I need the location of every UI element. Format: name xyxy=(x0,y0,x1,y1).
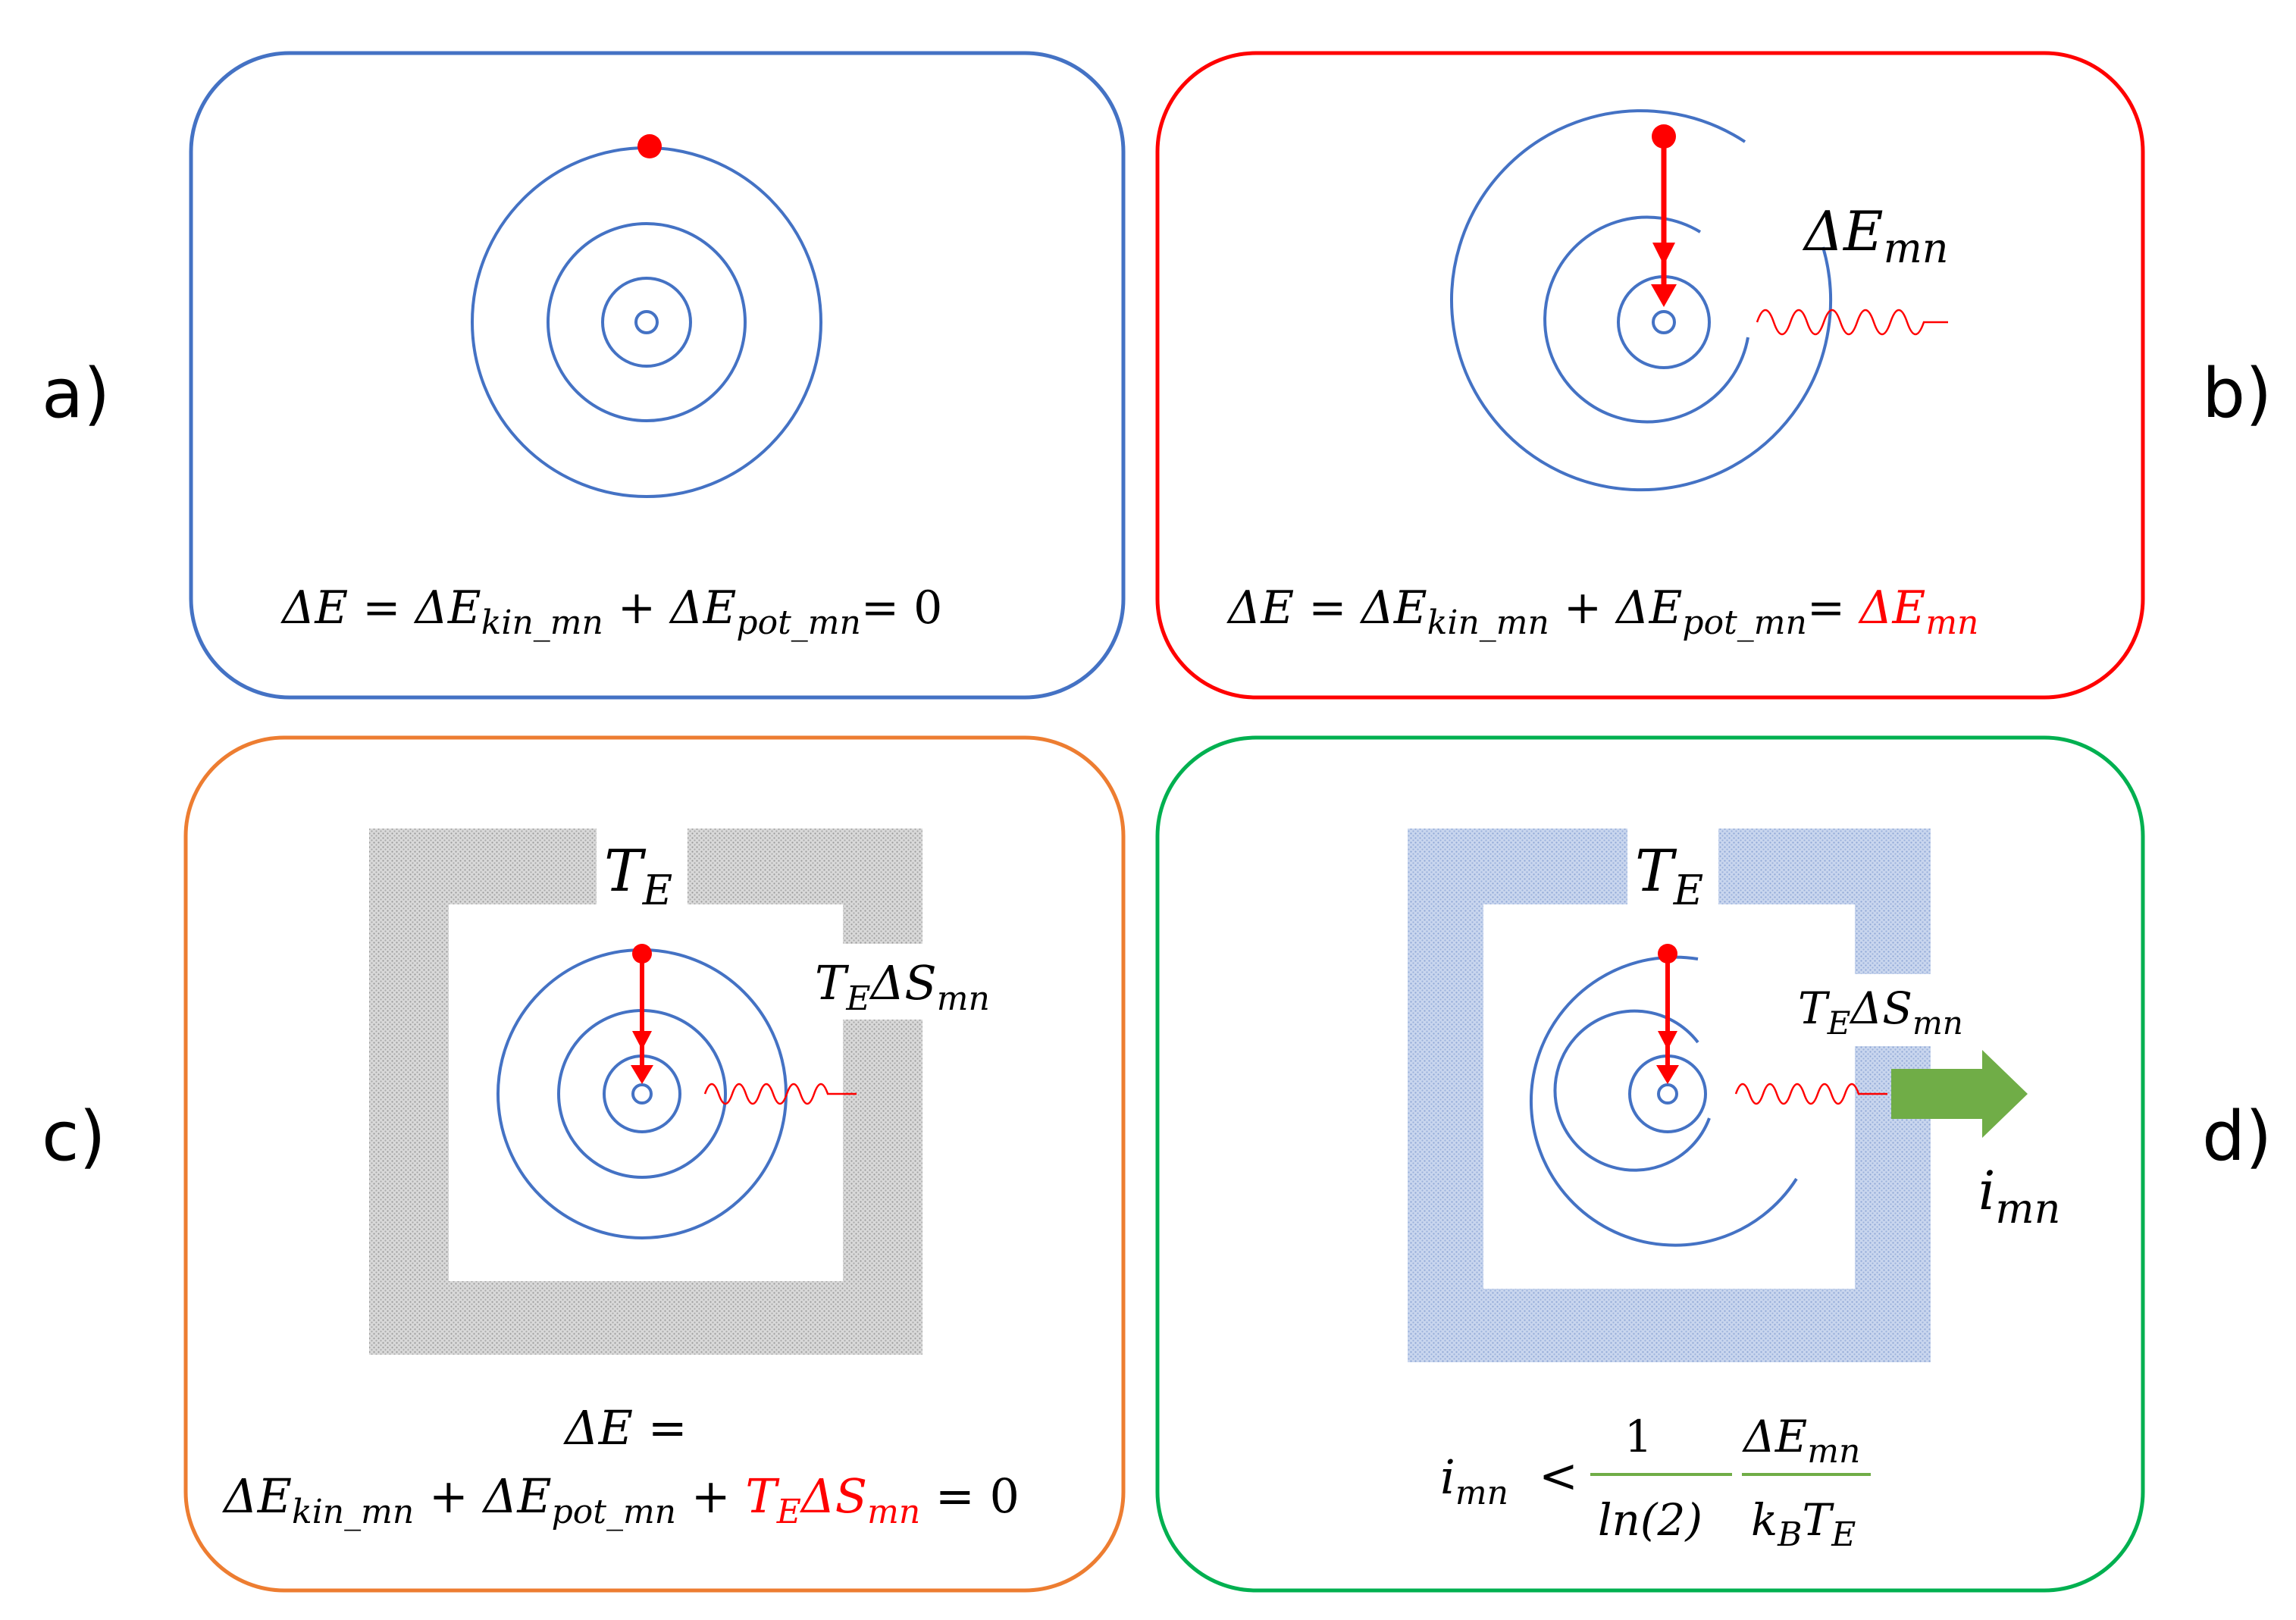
panel-label-d: d) xyxy=(2202,1097,2272,1177)
frac1-den: ln(2) xyxy=(1598,1494,1702,1546)
panel-a-frame xyxy=(189,51,1126,700)
transition-arrow-head-1 xyxy=(1652,243,1675,265)
nucleus xyxy=(631,1083,653,1105)
entropy-label-bg xyxy=(811,944,993,1020)
panel-d: TE TEΔSmn imn imn < 1 ln(2) xyxy=(1155,735,2145,1593)
panel-label-a: a) xyxy=(42,354,110,434)
atom-d xyxy=(1529,955,1798,1247)
heat-reservoir xyxy=(369,829,922,1355)
panel-c: TE TEΔSmn ΔE = ΔEkin_mn + ΔEpot_mn + TEΔ… xyxy=(183,735,1126,1593)
transition-arrow-head-2 xyxy=(631,1065,653,1084)
panel-a: ΔE = ΔEkin_mn + ΔEpot_mn= 0 xyxy=(189,51,1126,700)
orbit-outer-gapped xyxy=(1450,109,1832,492)
transition-arrow-head-1 xyxy=(1658,1031,1677,1050)
panel-d-frame xyxy=(1155,735,2145,1593)
equation-b: ΔE = ΔEkin_mn + ΔEpot_mn= ΔEmn xyxy=(1226,581,1978,642)
frac1-num: 1 xyxy=(1624,1411,1652,1462)
electron xyxy=(637,134,662,158)
equation-c-line1: ΔE = xyxy=(563,1400,688,1455)
electron xyxy=(1658,944,1677,964)
electron xyxy=(632,944,652,964)
information-label: imn xyxy=(1978,1160,2060,1233)
nucleus xyxy=(1652,310,1676,334)
ineq-lhs: imn xyxy=(1440,1449,1508,1512)
orbit-outer xyxy=(471,146,822,498)
equation-c-line2: ΔEkin_mn + ΔEpot_mn + TEΔSmn = 0 xyxy=(222,1468,1020,1531)
delta-e-label: ΔEmn xyxy=(1802,199,1949,272)
panel-label-c: c) xyxy=(42,1097,106,1177)
orbit-middle-gapped xyxy=(1543,215,1749,424)
inequality-d: imn < 1 ln(2) ΔEmn kBTE xyxy=(1440,1411,1871,1554)
entropy-label: TEΔSmn xyxy=(1798,982,1963,1042)
frac2-num: ΔEmn xyxy=(1742,1411,1860,1471)
photon-wave xyxy=(1756,309,1948,336)
orbit-middle-gapped xyxy=(1553,1009,1711,1172)
transition-arrow-head-1 xyxy=(632,1031,652,1050)
reservoir-label-bg xyxy=(1627,825,1718,907)
entropy-label-bg xyxy=(1796,974,1967,1046)
reservoir-label: TE xyxy=(1635,837,1703,914)
atom-a xyxy=(471,146,822,498)
atom-b xyxy=(1450,109,1832,492)
nucleus xyxy=(634,310,659,334)
panel-b-frame xyxy=(1155,51,2145,700)
entropy-label: TEΔSmn xyxy=(815,955,990,1018)
frac2-den: kBTE xyxy=(1751,1494,1856,1554)
panel-b: ΔEmn ΔE = ΔEkin_mn + ΔEpot_mn= ΔEmn xyxy=(1155,51,2145,700)
electron xyxy=(1652,124,1676,149)
information-arrow xyxy=(1891,1050,2028,1138)
panel-label-b: b) xyxy=(2202,354,2272,434)
transition-arrow-head-2 xyxy=(1651,284,1677,307)
equation-a: ΔE = ΔEkin_mn + ΔEpot_mn= 0 xyxy=(280,581,942,642)
orbit-outer-gapped xyxy=(1529,955,1798,1247)
nucleus xyxy=(1657,1083,1678,1105)
heat-reservoir xyxy=(1408,829,1931,1362)
reservoir-label: TE xyxy=(604,837,672,914)
photon-wave xyxy=(703,1083,857,1105)
orbit-inner xyxy=(601,277,692,368)
transition-arrow-head-2 xyxy=(1656,1065,1679,1084)
reservoir-label-bg xyxy=(597,825,688,907)
ineq-rel: < xyxy=(1539,1448,1578,1503)
photon-wave xyxy=(1734,1083,1887,1105)
orbit-middle xyxy=(547,222,747,422)
panel-c-frame xyxy=(183,735,1126,1593)
